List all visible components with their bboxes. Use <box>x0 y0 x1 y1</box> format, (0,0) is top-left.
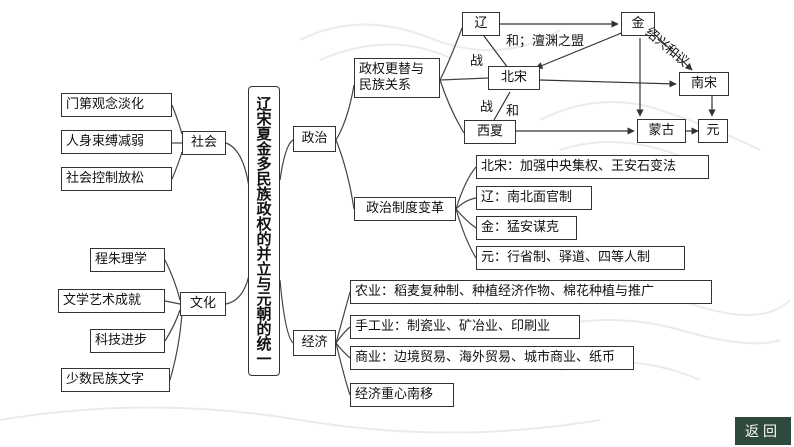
culture-label: 文化 <box>189 296 216 312</box>
yuan-label: 元 <box>706 123 720 139</box>
system-item: 辽：南北面官制 <box>476 186 592 210</box>
liao-node: 辽 <box>462 12 500 36</box>
system-item: 北宋：加强中央集权、王安石变法 <box>476 155 709 179</box>
culture-node: 文化 <box>180 292 226 316</box>
menggu-node: 蒙古 <box>637 119 686 143</box>
relations-label: 政权更替与民族关系 <box>359 61 425 93</box>
politics-node: 政治 <box>293 126 336 152</box>
culture-item-text: 文学艺术成就 <box>63 293 142 309</box>
xi-xia-node: 西夏 <box>464 120 516 144</box>
economy-item: 商业：边境贸易、海外贸易、城市商业、纸币 <box>350 346 634 370</box>
yuan-node: 元 <box>698 119 728 143</box>
economy-node: 经济 <box>293 330 336 356</box>
economy-item: 手工业：制瓷业、矿冶业、印刷业 <box>350 315 580 339</box>
system-item: 金：猛安谋克 <box>476 216 577 240</box>
society-item: 人身束缚减弱 <box>61 130 172 154</box>
liao-label: 辽 <box>474 16 488 32</box>
system-node: 政治制度变革 <box>354 197 456 221</box>
system-item-text: 北宋：加强中央集权、王安石变法 <box>481 159 677 175</box>
culture-item-text: 少数民族文字 <box>66 372 145 388</box>
culture-item-text: 科技进步 <box>95 333 148 349</box>
war-label: 战 <box>480 100 494 115</box>
society-item: 社会控制放松 <box>61 167 172 191</box>
society-item-text: 社会控制放松 <box>66 171 145 187</box>
politics-label: 政治 <box>301 131 328 147</box>
economy-item: 农业：稻麦复种制、种植经济作物、棉花种植与推广 <box>350 280 712 304</box>
bei-song-label: 北宋 <box>500 70 527 86</box>
system-item: 元：行省制、驿道、四等人制 <box>476 246 685 270</box>
society-node: 社会 <box>182 131 226 155</box>
society-item-text: 人身束缚减弱 <box>66 134 145 150</box>
culture-item: 程朱理学 <box>90 248 165 272</box>
culture-item: 文学艺术成就 <box>58 289 165 313</box>
system-item-text: 金：猛安谋克 <box>481 220 560 236</box>
back-button[interactable]: 返回 <box>735 417 791 445</box>
culture-item: 少数民族文字 <box>61 368 170 392</box>
society-item-text: 门第观念淡化 <box>66 97 145 113</box>
bei-song-node: 北宋 <box>488 66 540 90</box>
culture-item-text: 程朱理学 <box>95 252 148 268</box>
economy-item-text: 经济重心南移 <box>355 387 434 403</box>
xi-xia-label: 西夏 <box>476 124 503 140</box>
nan-song-node: 南宋 <box>679 72 729 96</box>
society-label: 社会 <box>190 135 217 151</box>
peace-label: 和 <box>506 104 520 119</box>
menggu-label: 蒙古 <box>648 123 675 139</box>
war-label: 战 <box>470 54 484 69</box>
relations-node: 政权更替与民族关系 <box>354 58 440 98</box>
economy-item-text: 农业：稻麦复种制、种植经济作物、棉花种植与推广 <box>355 284 655 300</box>
system-item-text: 辽：南北面官制 <box>481 190 573 206</box>
economy-item-text: 商业：边境贸易、海外贸易、城市商业、纸币 <box>355 350 616 366</box>
jin-label: 金 <box>631 16 645 32</box>
central-title: 辽宋夏金多民族政权的并立与元朝的统一 <box>248 86 280 376</box>
economy-item: 经济重心南移 <box>350 383 454 407</box>
economy-item-text: 手工业：制瓷业、矿冶业、印刷业 <box>355 319 551 335</box>
system-item-text: 元：行省制、驿道、四等人制 <box>481 250 651 266</box>
jin-node: 金 <box>621 12 655 36</box>
nan-song-label: 南宋 <box>690 76 717 92</box>
central-title-text: 辽宋夏金多民族政权的并立与元朝的统一 <box>254 96 273 366</box>
peace-chanyuan-label: 和；澶渊之盟 <box>506 34 585 49</box>
society-item: 门第观念淡化 <box>61 93 172 117</box>
economy-label: 经济 <box>301 335 328 351</box>
system-label: 政治制度变革 <box>365 201 444 217</box>
culture-item: 科技进步 <box>90 329 165 353</box>
